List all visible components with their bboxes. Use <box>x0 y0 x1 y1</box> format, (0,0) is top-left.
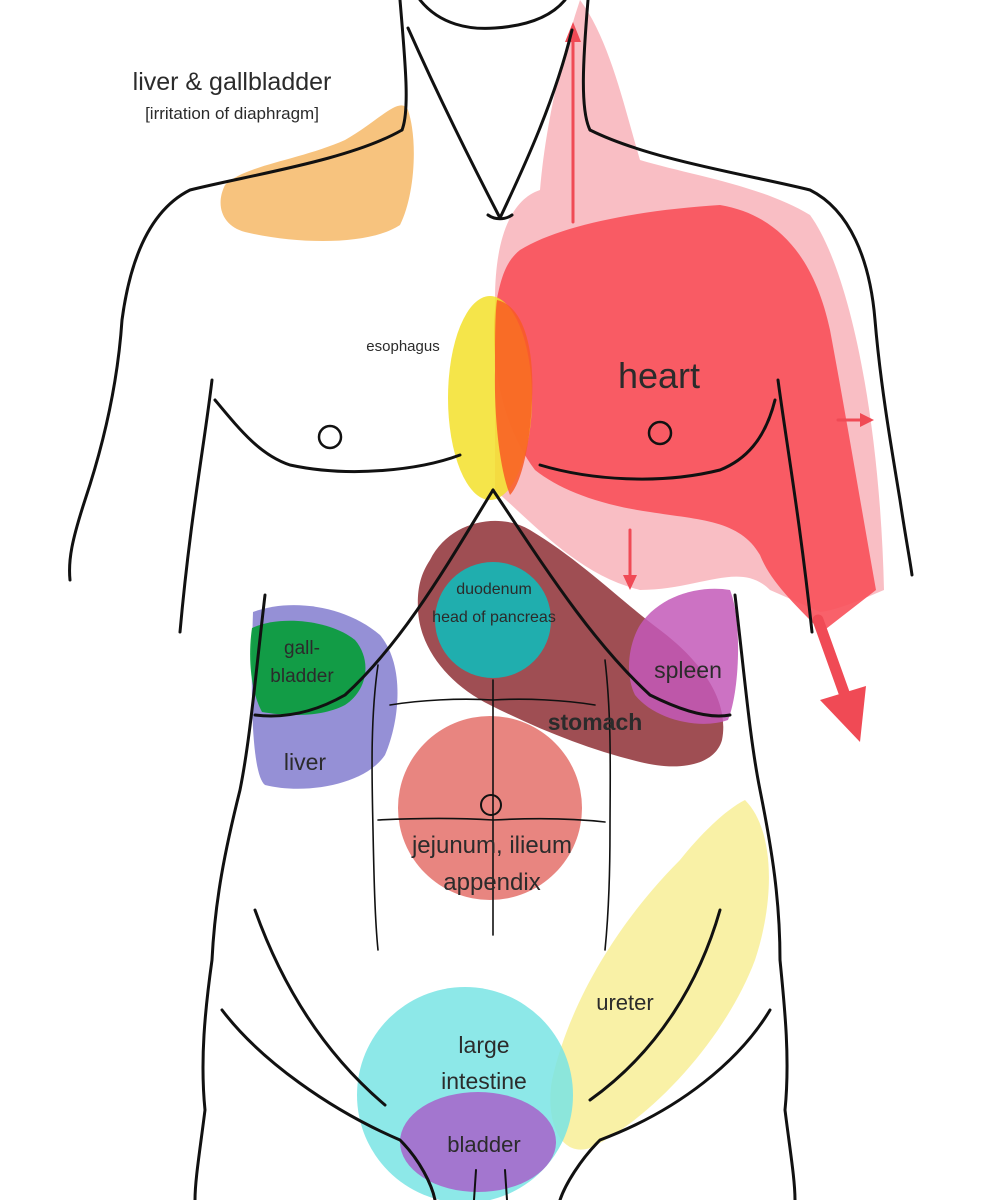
pelvis-left <box>220 1008 437 1200</box>
groin-center-left <box>473 1169 477 1200</box>
pectoral-left <box>213 398 462 474</box>
label-intestine: intestine <box>441 1068 527 1094</box>
inguinal-left <box>253 908 387 1107</box>
shoulder-left <box>68 128 404 582</box>
label-gall: gall- <box>284 638 320 659</box>
labels: liver & gallbladder [irritation of diaph… <box>133 68 722 1157</box>
label-head-of-pancreas: head of pancreas <box>432 609 556 626</box>
abs-row-2 <box>377 817 606 823</box>
neck-left <box>398 0 408 132</box>
pain-regions <box>220 0 884 1200</box>
arm-down-arrow <box>812 614 866 742</box>
pectoral-right <box>538 398 777 481</box>
label-heart: heart <box>618 355 700 396</box>
ureter-region <box>550 800 769 1150</box>
rib-cage-right <box>491 488 732 718</box>
body-outline <box>68 0 914 1200</box>
label-bladder-gall: bladder <box>270 666 334 687</box>
label-appendix: appendix <box>443 869 540 896</box>
spleen-region <box>628 588 739 724</box>
shoulder-right <box>588 128 914 577</box>
chin <box>418 0 567 30</box>
groin-center-right <box>504 1169 508 1200</box>
navel <box>480 794 502 816</box>
arm-inner-right <box>776 378 814 634</box>
label-esophagus: esophagus <box>366 338 439 355</box>
inguinal-right <box>588 908 722 1102</box>
duodenum-region <box>435 562 551 678</box>
esophagus-heart-overlap <box>494 300 533 495</box>
rib-cage-left <box>253 488 495 718</box>
label-liver-gallbladder: liver & gallbladder <box>133 68 332 96</box>
abs-right <box>604 659 612 951</box>
collar-notch <box>486 213 514 221</box>
arm-side-arrow <box>836 413 874 427</box>
label-bladder: bladder <box>447 1132 520 1157</box>
neck-muscle-left <box>406 26 502 220</box>
liver-gallbladder-shoulder-region <box>220 105 414 242</box>
torso-left <box>193 593 267 1200</box>
heart-region <box>494 205 876 632</box>
label-stomach: stomach <box>548 709 643 735</box>
jejunum-region <box>398 716 582 900</box>
label-diaphragm-irritation: [irritation of diaphragm] <box>145 104 319 123</box>
neck-right <box>581 0 592 132</box>
nipple-right <box>647 420 673 446</box>
pelvis-right <box>558 1008 772 1200</box>
neck-muscle-right <box>498 28 574 220</box>
label-large: large <box>458 1032 509 1058</box>
label-duodenum: duodenum <box>456 581 532 598</box>
bladder-region <box>400 1092 556 1192</box>
label-jejunum: jejunum, ilieum <box>411 832 572 859</box>
abs-left <box>371 664 379 951</box>
gallbladder-region <box>250 620 366 716</box>
label-ureter: ureter <box>596 990 653 1015</box>
nipple-left <box>317 424 343 450</box>
torso-right <box>733 593 797 1200</box>
abs-row-1 <box>389 698 596 706</box>
arm-inner-left <box>178 378 214 634</box>
abdomen-arrow <box>623 528 637 590</box>
label-liver: liver <box>284 749 327 775</box>
label-spleen: spleen <box>654 657 722 683</box>
